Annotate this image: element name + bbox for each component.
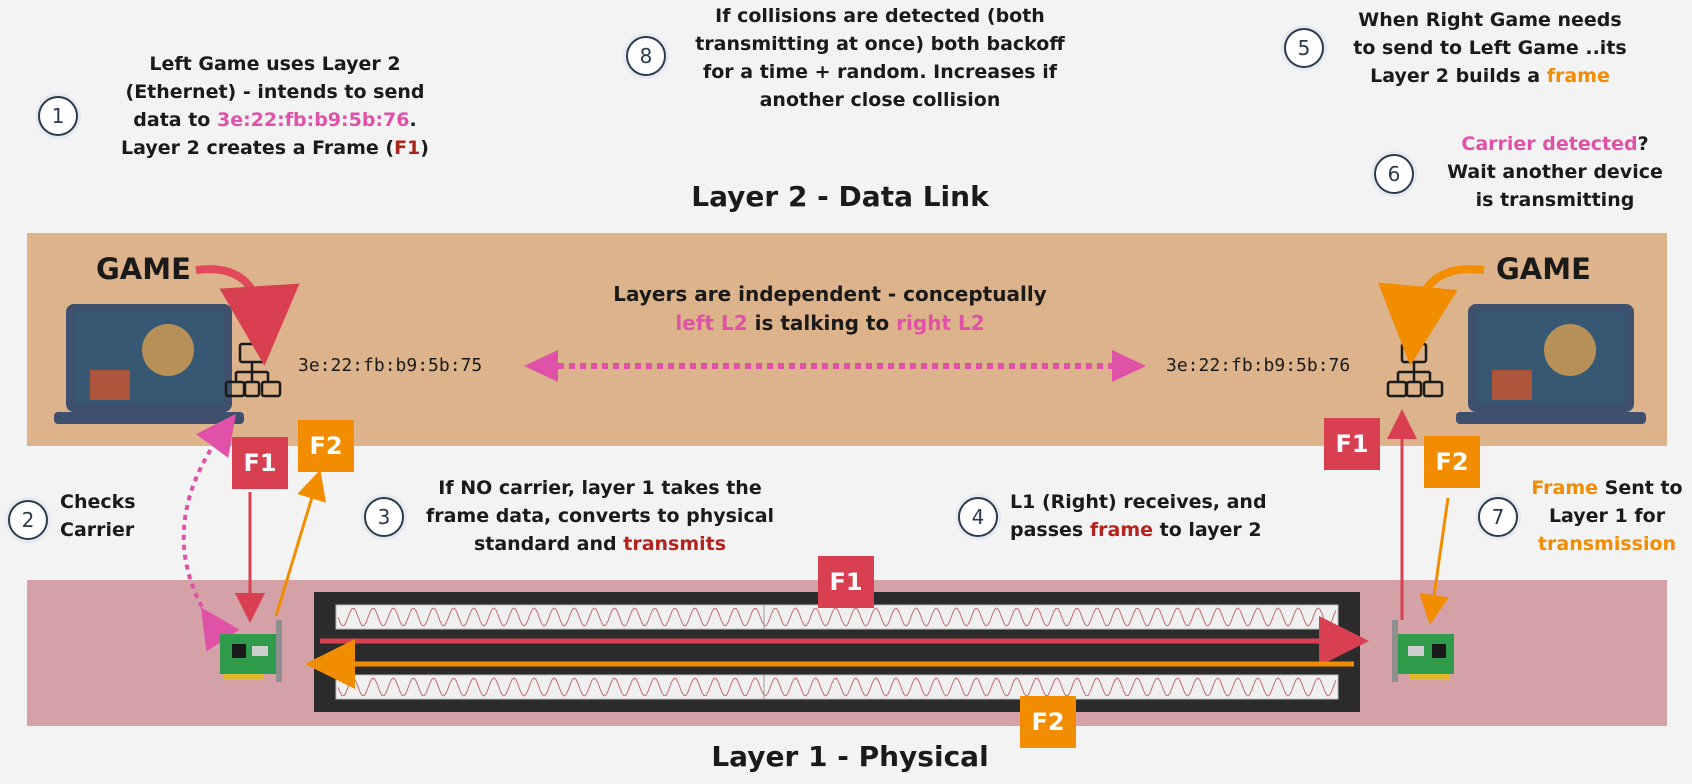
right-l2-highlight: right L2 — [896, 311, 985, 335]
carrier-detected-highlight: Carrier detected — [1461, 133, 1638, 155]
l2-peer-arrow-icon — [524, 350, 1146, 382]
left-f2-frame-tag: F2 — [298, 420, 354, 472]
center-note-line-1: Layers are independent - conceptually — [613, 282, 1047, 306]
note-5-text: Layer 2 builds a — [1370, 65, 1547, 87]
right-game-label: GAME — [1496, 252, 1591, 286]
note-1-text-b: Layer 2 creates a Frame ( — [121, 137, 395, 159]
note-7-line-2: Layer 1 for — [1548, 505, 1666, 527]
left-l2-highlight: left L2 — [675, 311, 748, 335]
frame-f1-highlight: F1 — [394, 137, 421, 159]
note-1-line-1: Left Game uses Layer 2 — [149, 53, 401, 75]
right-network-icon — [1386, 342, 1444, 398]
note-8-line-4: another close collision — [759, 89, 1001, 111]
step-8-badge: 8 — [626, 36, 666, 76]
note-step-7: Frame Sent to Layer 1 for transmission — [1522, 474, 1692, 558]
note-1-period: . — [409, 109, 417, 131]
center-note-line-2: left L2 is talking to right L2 — [560, 309, 1100, 338]
physical-cable-icon — [314, 592, 1360, 712]
step-6-badge: 6 — [1374, 154, 1414, 194]
note-2-line-2: Carrier — [60, 519, 135, 541]
note-1-line-3: data to 3e:22:fb:b9:5b:76. — [110, 106, 440, 134]
note-2-line-1: Checks — [60, 491, 136, 513]
step-4-badge: 4 — [958, 497, 998, 537]
left-game-arrow-icon — [195, 265, 300, 366]
note-1-text: data to — [133, 109, 217, 131]
left-laptop-icon — [54, 304, 244, 424]
note-1-line-2: (Ethernet) - intends to send — [125, 81, 425, 103]
note-4-text: passes — [1010, 519, 1090, 541]
note-3-line-3: standard and transmits — [410, 530, 790, 558]
note-4-line-1: L1 (Right) receives, and — [1010, 491, 1267, 513]
note-step-1: Left Game uses Layer 2 (Ethernet) - inte… — [110, 50, 440, 162]
note-7-line-1: Frame Sent to — [1522, 474, 1692, 502]
step-1-badge: 1 — [38, 96, 78, 136]
transmits-highlight: transmits — [623, 533, 727, 555]
right-mac-address: 3e:22:fb:b9:5b:76 — [1166, 355, 1351, 376]
note-step-5: When Right Game needs to send to Left Ga… — [1330, 6, 1650, 90]
note-3-text: standard and — [473, 533, 624, 555]
layers-independent-note: Layers are independent - conceptually le… — [560, 280, 1100, 338]
note-8-line-1: If collisions are detected (both — [715, 5, 1045, 27]
right-laptop-icon — [1456, 304, 1646, 424]
carrier-check-arrow-icon — [181, 413, 240, 652]
note-5-line-2: to send to Left Game ..its — [1353, 37, 1627, 59]
note-6-question: ? — [1637, 133, 1649, 155]
signal-wave — [338, 607, 1336, 627]
note-1-close-paren: ) — [420, 137, 429, 159]
left-f2-up-arrow-icon — [274, 469, 327, 617]
left-network-icon — [224, 342, 282, 398]
layer1-title: Layer 1 - Physical — [711, 740, 989, 773]
note-6-line-3: is transmitting — [1475, 189, 1635, 211]
note-7-text: Sent to — [1598, 477, 1683, 499]
note-1-line-4: Layer 2 creates a Frame (F1) — [110, 134, 440, 162]
note-5-line-3: Layer 2 builds a frame — [1330, 62, 1650, 90]
frame-word-highlight: Frame — [1531, 477, 1599, 499]
layer2-title: Layer 2 - Data Link — [691, 180, 989, 213]
note-5-line-1: When Right Game needs — [1358, 9, 1622, 31]
step-7-badge: 7 — [1478, 497, 1518, 537]
right-f1-frame-tag: F1 — [1324, 418, 1380, 470]
left-mac-address: 3e:22:fb:b9:5b:75 — [298, 355, 483, 376]
right-game-arrow-icon — [1377, 265, 1485, 366]
left-f1-frame-tag: F1 — [232, 437, 288, 489]
destination-mac-highlight: 3e:22:fb:b9:5b:76 — [216, 109, 410, 131]
note-8-line-3: for a time + random. Increases if — [702, 61, 1057, 83]
note-4-text-b: to layer 2 — [1153, 519, 1262, 541]
note-3-line-1: If NO carrier, layer 1 takes the — [438, 477, 762, 499]
note-step-2: Checks Carrier — [60, 488, 160, 544]
note-3-line-2: frame data, converts to physical — [425, 505, 775, 527]
left-nic-icon — [220, 620, 282, 682]
center-note-text: is talking to — [747, 311, 897, 335]
right-f2-frame-tag: F2 — [1424, 436, 1480, 488]
note-8-line-2: transmitting at once) both backoff — [695, 33, 1065, 55]
transmission-highlight: transmission — [1537, 533, 1677, 555]
note-4-line-2: passes frame to layer 2 — [1010, 516, 1310, 544]
frame-highlight: frame — [1089, 519, 1154, 541]
left-game-label: GAME — [96, 252, 191, 286]
cable-f1-frame-tag: F1 — [818, 556, 874, 608]
note-6-line-1: Carrier detected? — [1430, 130, 1680, 158]
frame-orange-highlight: frame — [1546, 65, 1610, 87]
step-3-badge: 3 — [364, 497, 404, 537]
signal-wave — [338, 677, 1336, 697]
step-5-badge: 5 — [1284, 28, 1324, 68]
note-step-3: If NO carrier, layer 1 takes the frame d… — [410, 474, 790, 558]
right-f2-down-arrow-icon — [1419, 497, 1450, 625]
right-nic-icon — [1392, 620, 1454, 682]
note-6-line-2: Wait another device — [1447, 161, 1663, 183]
step-2-badge: 2 — [8, 500, 48, 540]
note-step-8: If collisions are detected (both transmi… — [680, 2, 1080, 114]
cable-f2-frame-tag: F2 — [1020, 696, 1076, 748]
note-step-4: L1 (Right) receives, and passes frame to… — [1010, 488, 1310, 544]
note-step-6: Carrier detected? Wait another device is… — [1430, 130, 1680, 214]
